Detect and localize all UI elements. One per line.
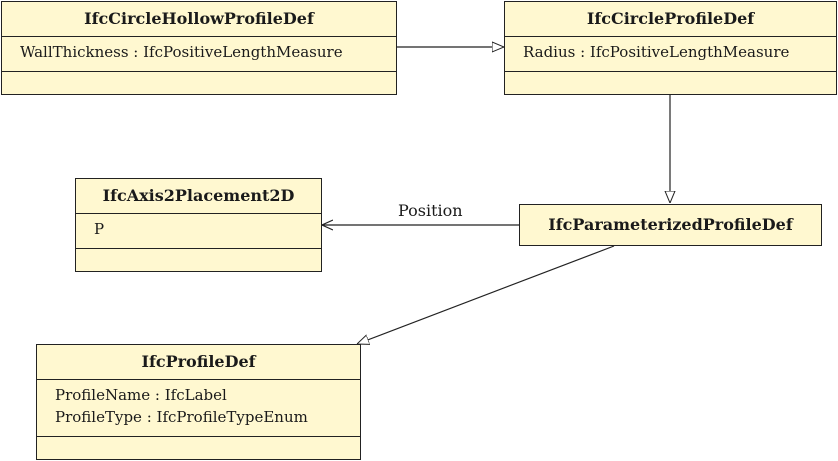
attribute-list: WallThickness : IfcPositiveLengthMeasure — [2, 37, 396, 72]
class-ifc-parameterized-profile-def: IfcParameterizedProfileDef — [519, 204, 822, 246]
attribute: ProfileName : IfcLabel — [55, 386, 227, 404]
class-name: IfcProfileDef — [37, 345, 360, 380]
attribute: ProfileType : IfcProfileTypeEnum — [55, 408, 308, 426]
inheritance-param-to-profile — [357, 245, 615, 344]
attribute-list: ProfileName : IfcLabel ProfileType : Ifc… — [37, 380, 360, 437]
class-ifc-axis2-placement-2d: IfcAxis2Placement2D P — [75, 178, 322, 272]
class-name: IfcAxis2Placement2D — [76, 179, 321, 214]
operation-compartment — [505, 72, 836, 86]
class-ifc-circle-hollow-profile-def: IfcCircleHollowProfileDef WallThickness … — [1, 1, 397, 95]
attribute-list: Radius : IfcPositiveLengthMeasure — [505, 37, 836, 72]
operation-compartment — [37, 437, 360, 451]
class-name: IfcParameterizedProfileDef — [548, 215, 793, 234]
class-name: IfcCircleHollowProfileDef — [2, 2, 396, 37]
attribute: WallThickness : IfcPositiveLengthMeasure — [20, 43, 343, 61]
association-label-position: Position — [398, 201, 463, 220]
operation-compartment — [76, 249, 321, 263]
class-ifc-profile-def: IfcProfileDef ProfileName : IfcLabel Pro… — [36, 344, 361, 460]
operation-compartment — [2, 72, 396, 86]
class-name: IfcCircleProfileDef — [505, 2, 836, 37]
attribute: Radius : IfcPositiveLengthMeasure — [523, 43, 790, 61]
class-ifc-circle-profile-def: IfcCircleProfileDef Radius : IfcPositive… — [504, 1, 837, 95]
attribute: P — [94, 220, 105, 238]
attribute-list: P — [76, 214, 321, 249]
